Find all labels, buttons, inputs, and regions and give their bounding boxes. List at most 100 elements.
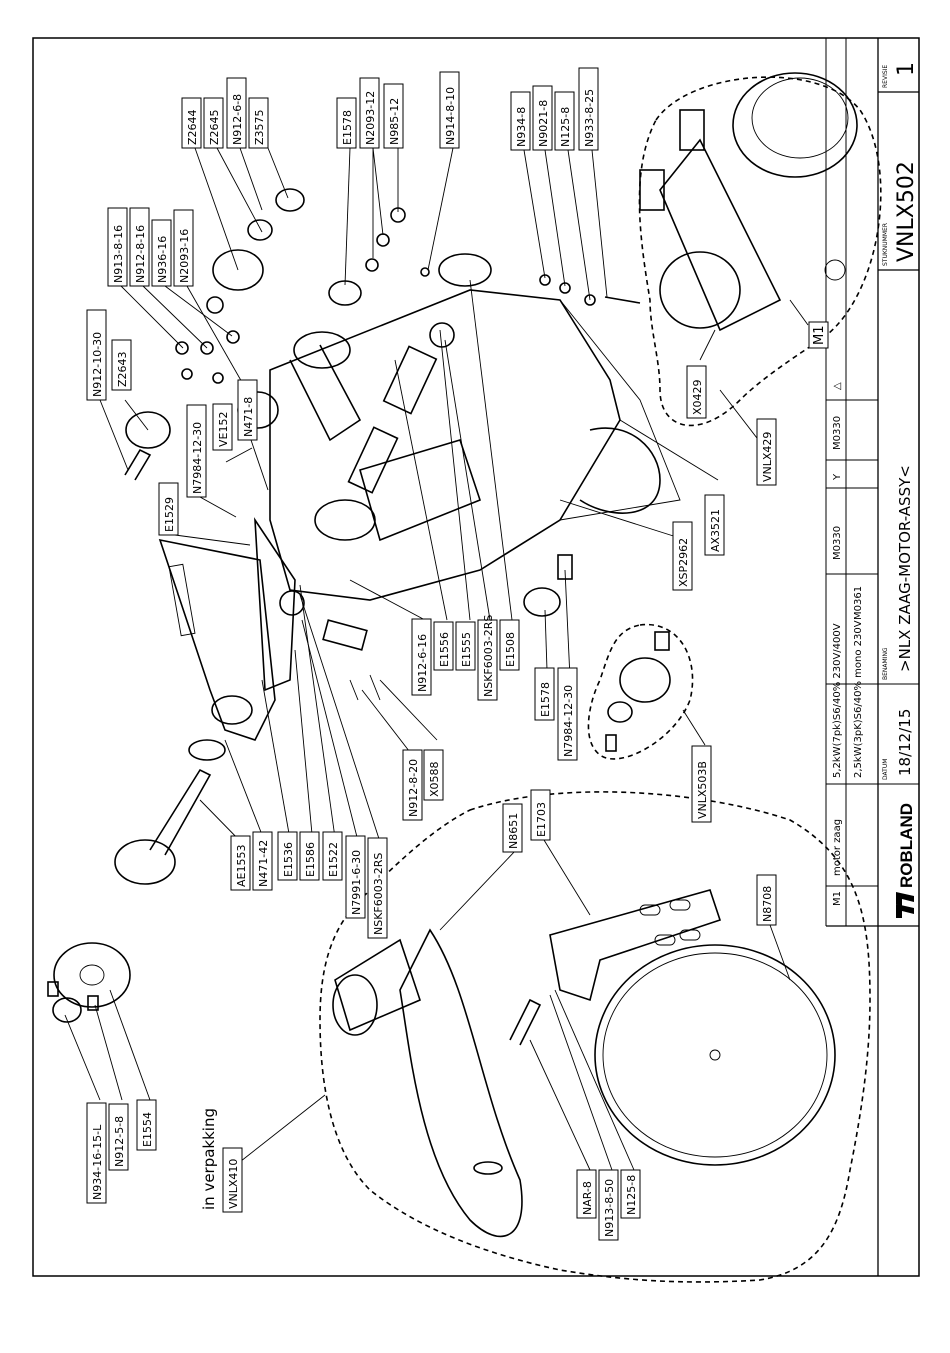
callout: NSKF6003-2RS (367, 837, 388, 939)
motor-spec-2: 2,5kW(3pK)S6/40% mono 230V (853, 620, 864, 778)
svg-text:VNLX410: VNLX410 (227, 1159, 240, 1209)
callout: AE1553 (230, 835, 251, 891)
svg-text:NSKF6003-2RS: NSKF6003-2RS (482, 615, 495, 697)
svg-text:ROBLAND: ROBLAND (897, 803, 916, 888)
svg-text:VNLX429: VNLX429 (761, 432, 774, 482)
svg-text:N912-10-30: N912-10-30 (91, 332, 104, 397)
callout: N912-10-30 (86, 309, 107, 401)
robland-logo: ROBLAND (896, 803, 916, 918)
revisie-label: REVISIE (882, 65, 889, 88)
svg-text:E1578: E1578 (341, 110, 354, 145)
callout: N8708 (756, 874, 777, 926)
rev-code-2: M0330 (832, 526, 843, 560)
callout: N7984-12-30 (557, 667, 578, 761)
rev-code-3: Y (832, 473, 843, 481)
svg-text:X0588: X0588 (428, 761, 441, 797)
svg-text:N471-42: N471-42 (257, 840, 270, 887)
callout: E1529 (158, 482, 179, 536)
svg-text:N471-8: N471-8 (242, 397, 255, 437)
svg-text:N912-8-20: N912-8-20 (407, 759, 420, 817)
pulley-kit (587, 623, 694, 760)
callout: E1578 (534, 667, 555, 721)
callout: N2093-12 (359, 77, 380, 149)
svg-text:XSP2962: XSP2962 (677, 538, 690, 587)
svg-text:E1578: E1578 (539, 682, 552, 717)
callout: E1522 (322, 831, 343, 881)
svg-text:N912-5-8: N912-5-8 (113, 1116, 126, 1167)
callout: NAR-8 (576, 1169, 597, 1219)
callout: E1508 (499, 619, 520, 671)
benaming-label: BENAMING (882, 647, 889, 680)
svg-text:Z2644: Z2644 (186, 109, 199, 145)
callout: N934-8 (510, 91, 531, 151)
callout: N912-6-16 (411, 618, 432, 696)
svg-text:NSKF6003-2RS: NSKF6003-2RS (372, 853, 385, 935)
svg-text:N7984-12-30: N7984-12-30 (191, 422, 204, 494)
svg-text:N934-16-15-L: N934-16-15-L (91, 1124, 104, 1200)
callout: E1556 (433, 621, 454, 671)
benaming-value: >NLX ZAAG-MOTOR-ASSY< (896, 465, 914, 672)
motor-code: M1 (832, 891, 843, 906)
callout: NSKF6003-2RS (477, 615, 498, 701)
callout: E1703 (530, 789, 551, 841)
svg-text:NAR-8: NAR-8 (581, 1181, 594, 1215)
callout: N912-8-16 (129, 207, 150, 287)
motor-drawing (638, 72, 882, 427)
callout: VNLX410 (222, 1147, 243, 1213)
svg-text:N2093-12: N2093-12 (364, 91, 377, 145)
leader-lines (64, 127, 809, 1171)
accessory-parts (47, 942, 131, 1023)
svg-text:N9021-8: N9021-8 (537, 100, 550, 147)
svg-text:Z2645: Z2645 (208, 109, 221, 145)
callout: N912-6-8 (226, 77, 247, 149)
svg-text:E1529: E1529 (163, 497, 176, 532)
callout: E1555 (455, 621, 476, 671)
svg-text:X0429: X0429 (691, 379, 704, 415)
callout: E1578 (336, 97, 357, 149)
rev-code-1: M0361 (853, 586, 864, 620)
in-verpakking-note: in verpakking (200, 1108, 218, 1210)
callout: N985-12 (383, 83, 404, 149)
svg-text:E1586: E1586 (304, 842, 317, 877)
callout: N471-42 (252, 831, 273, 891)
callout: N912-5-8 (108, 1103, 129, 1171)
svg-text:N912-6-16: N912-6-16 (416, 634, 429, 692)
stuknummer-value: VNLX502 (894, 161, 919, 262)
rev-code-4: M0330 (832, 416, 843, 450)
callout: N913-8-50 (598, 1169, 619, 1241)
svg-text:E1556: E1556 (438, 632, 451, 667)
svg-text:N7991-6-30: N7991-6-30 (350, 850, 363, 915)
bracket-and-pins (114, 188, 641, 885)
callout: N125-8 (554, 91, 575, 151)
svg-text:N934-8: N934-8 (515, 107, 528, 147)
svg-text:N985-12: N985-12 (388, 98, 401, 145)
svg-text:N912-8-16: N912-8-16 (134, 225, 147, 283)
svg-text:E1703: E1703 (535, 802, 548, 837)
svg-text:E1522: E1522 (327, 842, 340, 877)
callout: N933-8-25 (578, 67, 599, 151)
svg-text:M1: M1 (812, 326, 827, 346)
callout: Z2644 (181, 97, 202, 149)
guard-assembly (319, 791, 871, 1283)
svg-text:VE152: VE152 (217, 412, 230, 447)
svg-text:N8651: N8651 (507, 813, 520, 849)
svg-text:N125-8: N125-8 (625, 1175, 638, 1215)
callout: N912-8-20 (402, 749, 423, 821)
callout: Z2643 (111, 339, 132, 391)
callout: X0588 (423, 749, 444, 801)
svg-text:N125-8: N125-8 (559, 107, 572, 147)
svg-text:N913-8-16: N913-8-16 (112, 225, 125, 283)
callout: N914-8-10 (439, 71, 460, 149)
svg-text:E1555: E1555 (460, 632, 473, 667)
callout: N2093-16 (173, 209, 194, 287)
svg-text:N2093-16: N2093-16 (178, 229, 191, 283)
callout: VNLX429 (756, 418, 777, 486)
svg-text:E1508: E1508 (504, 632, 517, 667)
callout: N9021-8 (532, 85, 553, 151)
callout: E1586 (299, 831, 320, 881)
callout: N8651 (502, 803, 523, 853)
saw-frame (269, 253, 681, 601)
svg-text:Z3575: Z3575 (253, 109, 266, 145)
svg-text:N913-8-50: N913-8-50 (603, 1179, 616, 1237)
callout: N7984-12-30 (186, 404, 207, 498)
